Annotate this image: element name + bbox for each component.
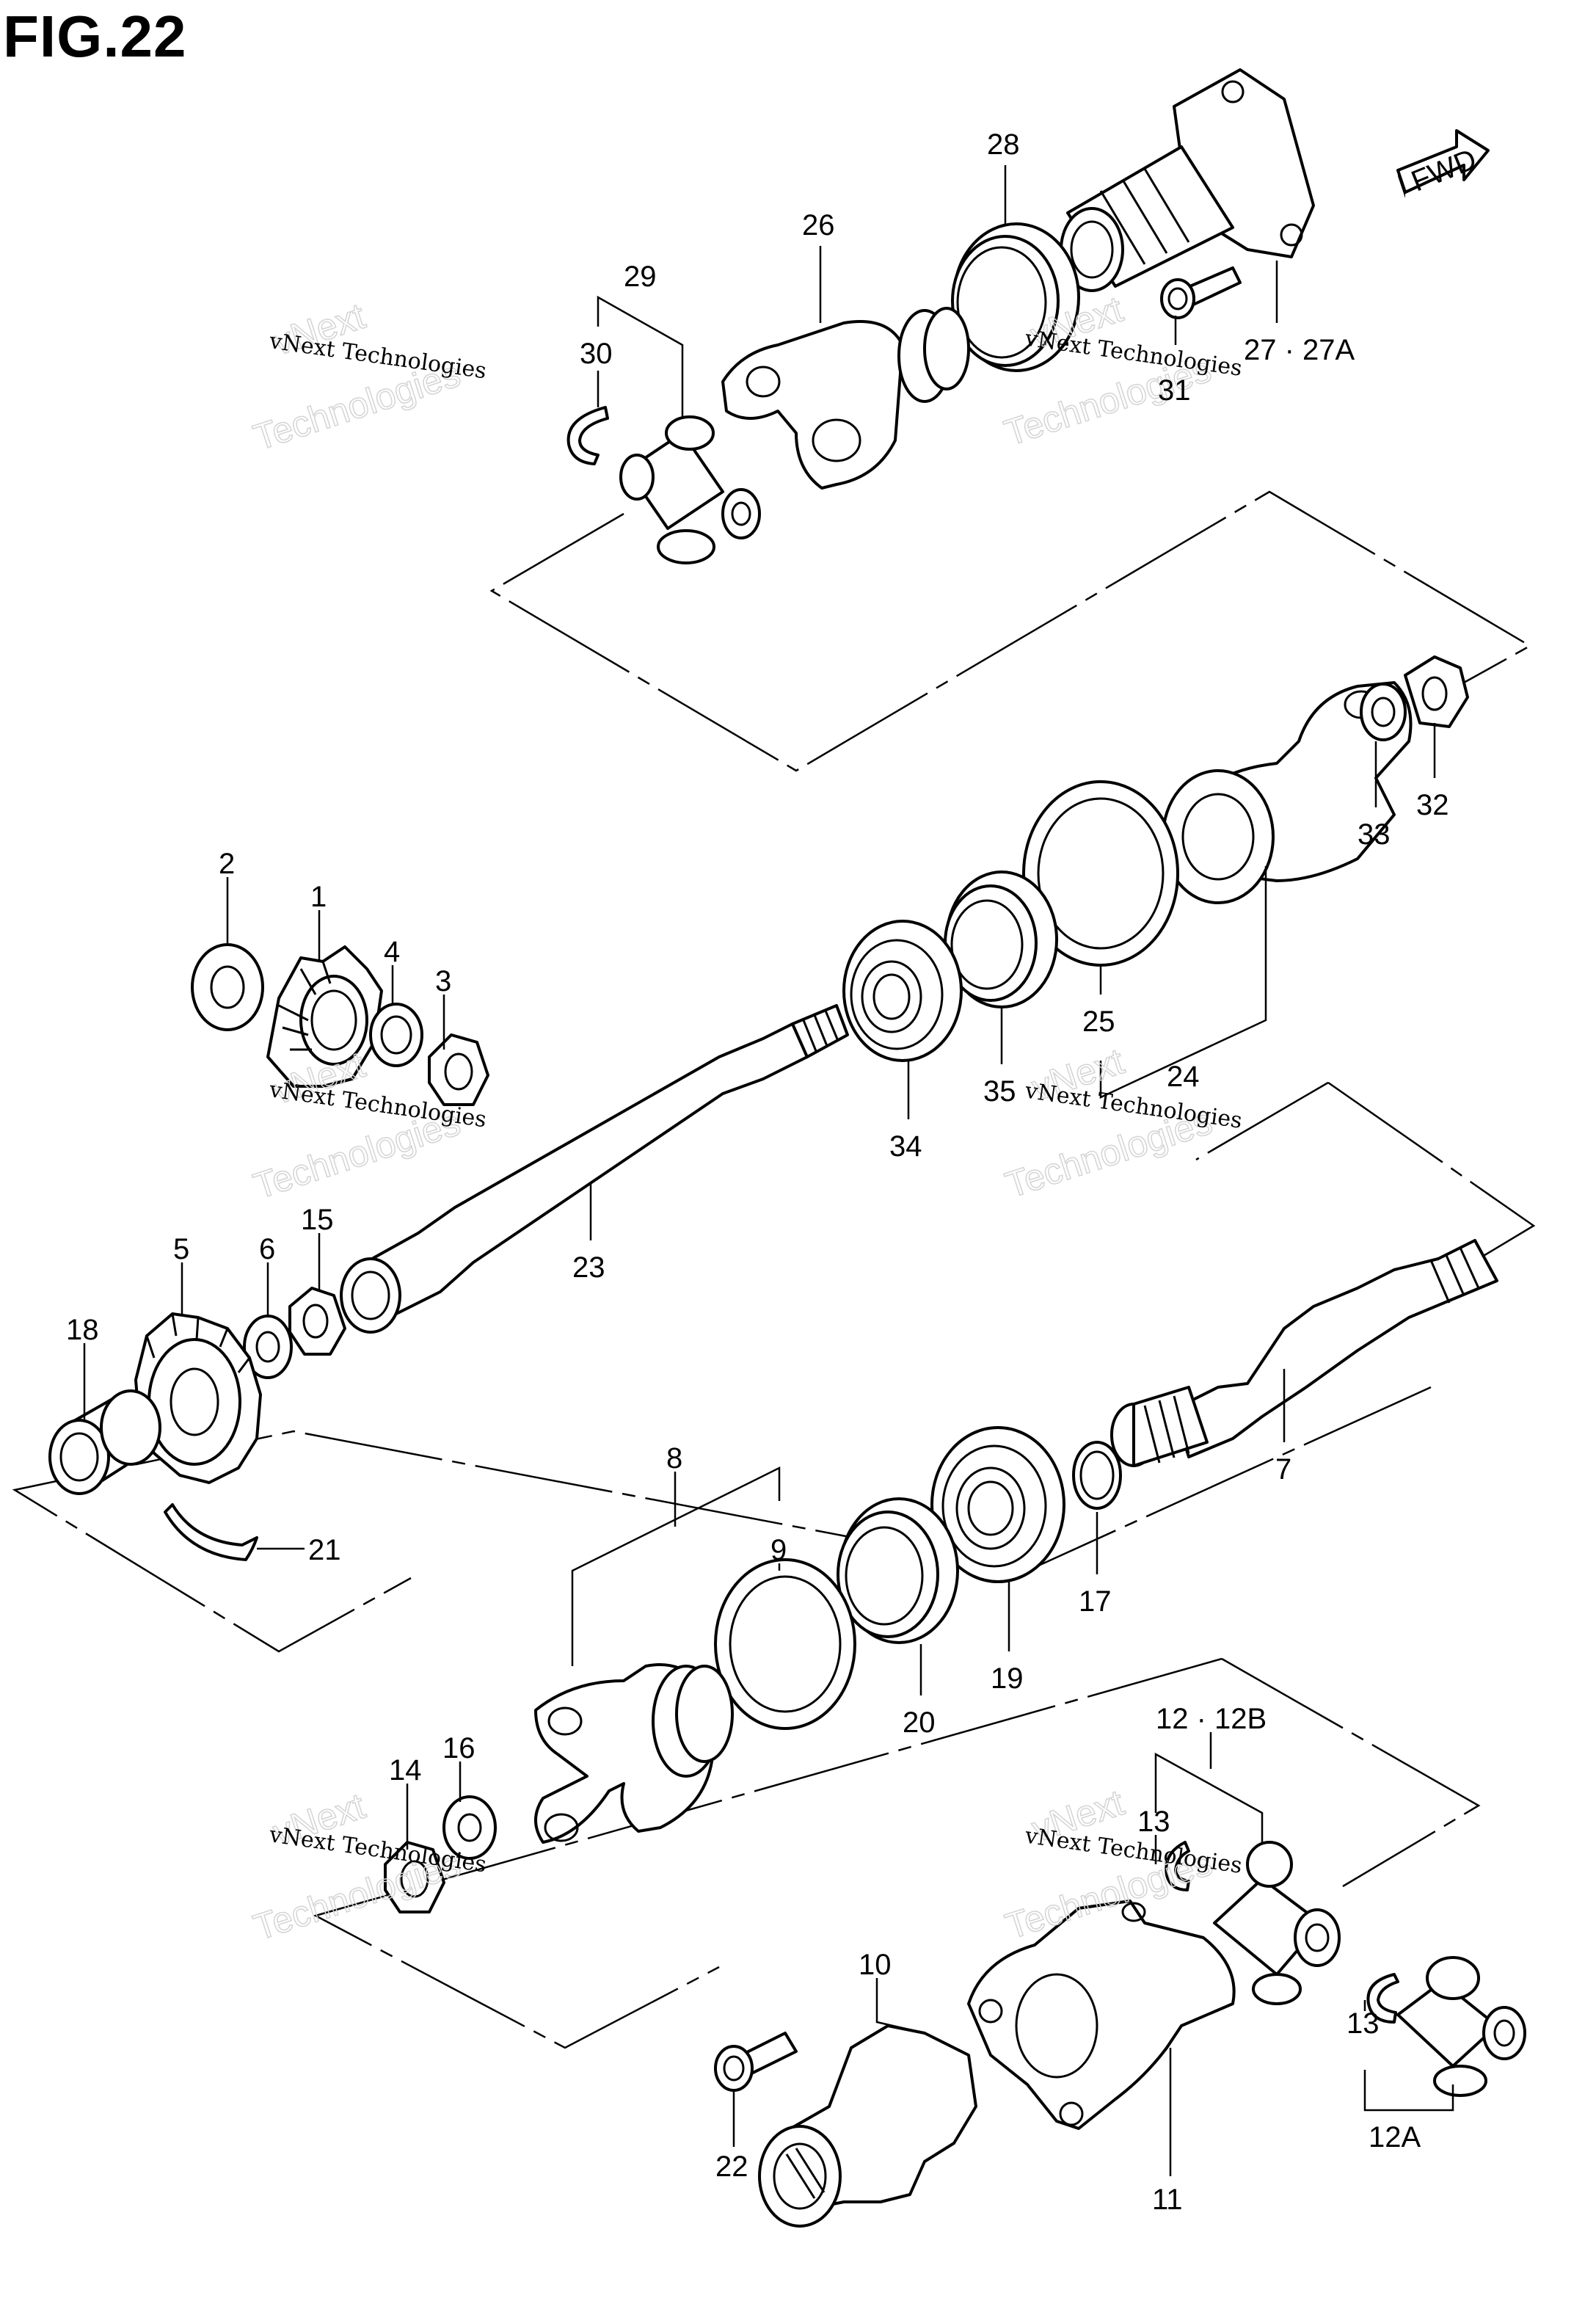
yoke-24 [1162, 681, 1413, 904]
callout-26: 26 [802, 209, 835, 241]
circlip-13-lower [1366, 1973, 1399, 2024]
output-flange-27 [1060, 68, 1315, 292]
callout-25: 25 [1082, 1006, 1115, 1038]
callout-6: 6 [259, 1233, 275, 1265]
fwd-arrow-icon: FWD [1396, 129, 1490, 198]
washer-16 [442, 1795, 497, 1860]
yoke-8 [534, 1663, 734, 1844]
o-ring-17 [1072, 1441, 1122, 1510]
bevel-gear-1 [266, 945, 383, 1088]
callout-13-lower: 13 [1347, 2007, 1380, 2040]
callout-31: 31 [1158, 374, 1191, 407]
nut-15 [288, 1287, 346, 1356]
flange-10 [758, 2024, 977, 2228]
shaft-7 [1110, 1239, 1498, 1467]
figure-title: FIG.22 [3, 4, 187, 69]
callout-12-12b: 12 · 12B [1156, 1703, 1267, 1735]
bearing-18 [48, 1389, 161, 1495]
callout-30: 30 [580, 338, 613, 370]
washer-4 [369, 1003, 423, 1067]
callout-17: 17 [1079, 1585, 1112, 1618]
callout-15: 15 [301, 1204, 334, 1236]
gear-5 [134, 1312, 262, 1484]
circlip-21 [164, 1503, 258, 1561]
callout-22: 22 [715, 2151, 748, 2183]
callout-12a: 12A [1369, 2121, 1421, 2153]
callout-19: 19 [991, 1662, 1024, 1695]
callout-35: 35 [983, 1075, 1016, 1108]
bearing-34 [842, 920, 963, 1062]
callout-8: 8 [666, 1442, 682, 1475]
bolt-31 [1160, 266, 1242, 319]
watermark-text-1: vNext Technologies [267, 328, 488, 384]
circlip-13-upper [1165, 1841, 1190, 1891]
flange-yoke-11 [967, 1900, 1236, 2130]
callout-18: 18 [66, 1314, 99, 1346]
section-frames [12, 490, 1536, 2049]
callout-21: 21 [308, 1534, 341, 1566]
callout-10: 10 [859, 1949, 892, 1981]
callout-34: 34 [889, 1130, 922, 1163]
callout-14: 14 [389, 1754, 422, 1786]
nut-32 [1404, 655, 1469, 728]
nut-3 [428, 1033, 489, 1106]
bolt-22 [714, 2032, 798, 2092]
universal-joint-29 [619, 415, 761, 564]
leader-lines [83, 165, 1454, 2176]
circlip-30 [566, 406, 609, 465]
callout-3: 3 [435, 965, 451, 997]
callout-29: 29 [624, 261, 657, 293]
oil-seal-9 [714, 1558, 856, 1730]
callout-24: 24 [1167, 1061, 1200, 1093]
nut-14 [384, 1841, 445, 1913]
washer-2 [191, 943, 264, 1031]
callout-33: 33 [1358, 818, 1391, 851]
callout-7: 7 [1275, 1453, 1291, 1486]
callout-1: 1 [310, 881, 327, 913]
oil-seal-20 [837, 1497, 959, 1644]
callout-9: 9 [770, 1534, 787, 1566]
callout-2: 2 [219, 848, 235, 880]
universal-joint-12 [1213, 1841, 1341, 2005]
bearing-19 [930, 1426, 1065, 1583]
callout-13-upper: 13 [1137, 1806, 1170, 1838]
callout-27-27a: 27 · 27A [1244, 334, 1355, 366]
callout-labels: 28 26 29 30 27 · 27A 31 33 32 2 1 4 3 25… [66, 128, 1449, 2216]
washer-33 [1360, 683, 1407, 741]
yoke-26 [721, 307, 970, 490]
oil-seal-28 [951, 222, 1080, 372]
callout-28: 28 [987, 128, 1020, 161]
propeller-shaft-23 [340, 1004, 849, 1334]
callout-5: 5 [173, 1233, 189, 1265]
callout-4: 4 [384, 936, 400, 968]
oil-seal-35 [944, 870, 1058, 1008]
callout-32: 32 [1416, 789, 1449, 821]
universal-joint-12a [1396, 1956, 1526, 2097]
callout-11: 11 [1152, 2184, 1183, 2216]
callout-16: 16 [442, 1732, 475, 1764]
callout-23: 23 [572, 1251, 605, 1284]
callout-20: 20 [903, 1706, 936, 1739]
